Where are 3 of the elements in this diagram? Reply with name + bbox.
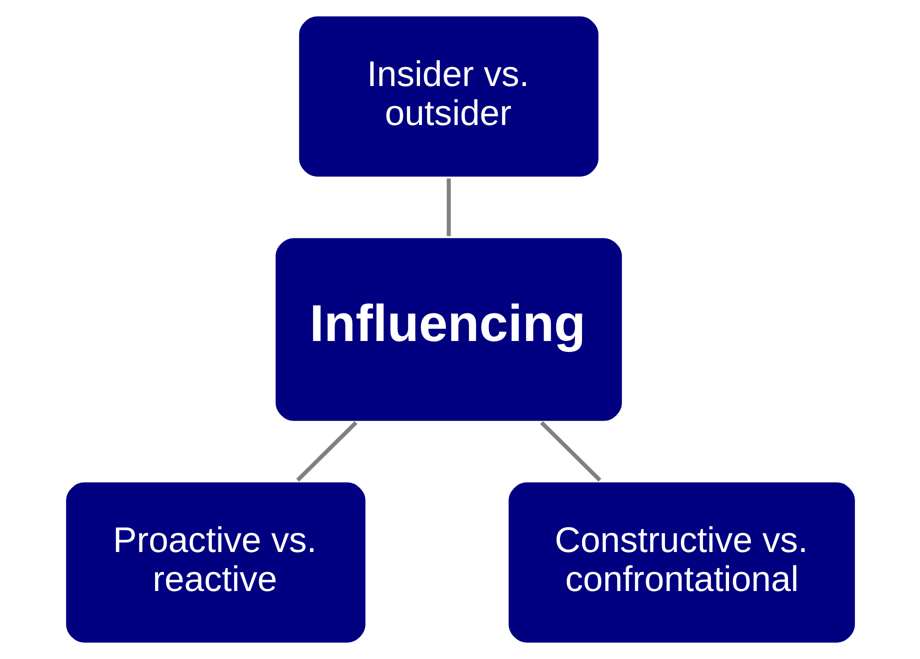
connector [446, 178, 450, 236]
connector [540, 421, 601, 482]
connector [296, 421, 357, 482]
